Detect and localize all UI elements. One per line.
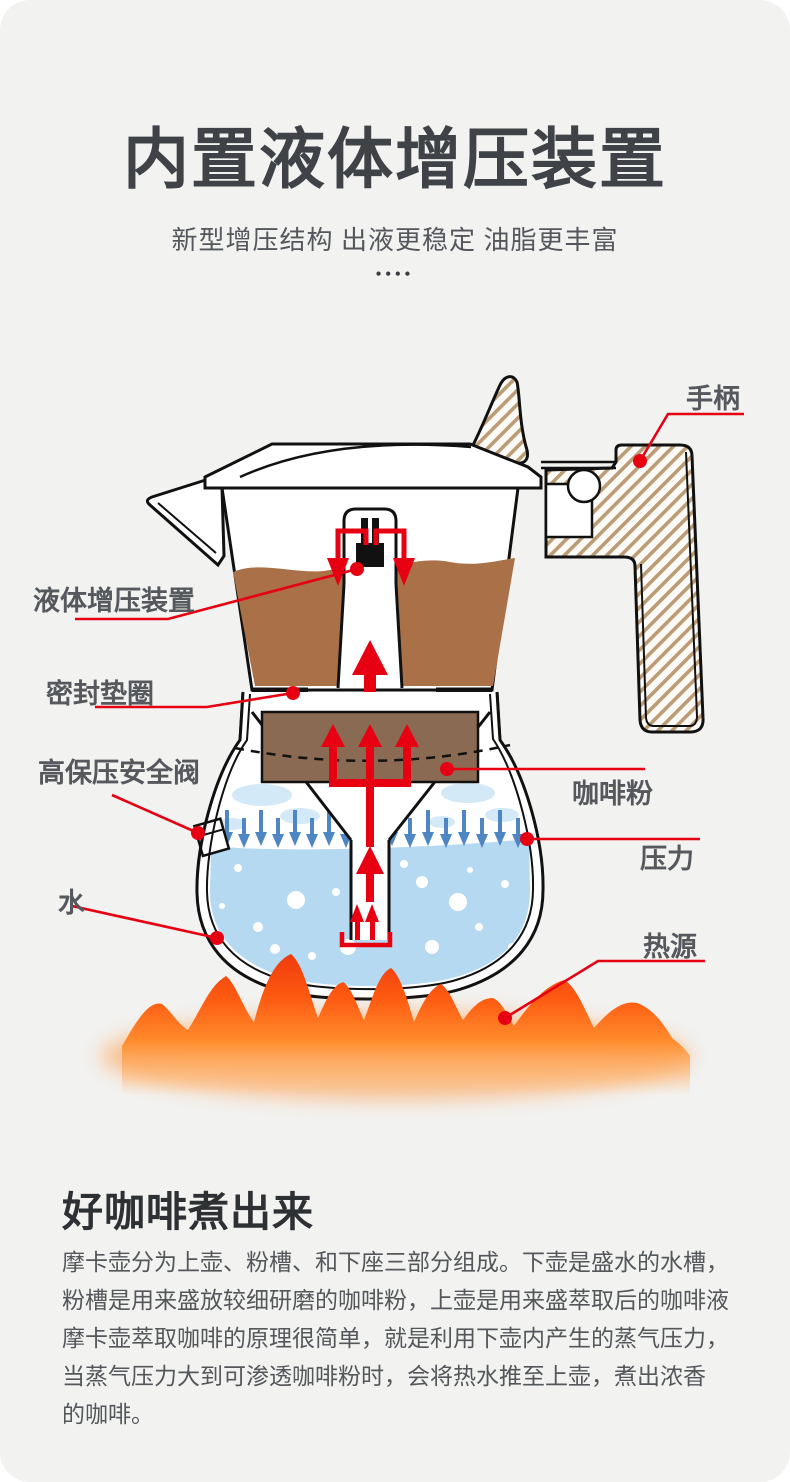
page-title: 内置液体增压装置 — [123, 124, 667, 197]
steam-trident-arrow — [321, 724, 419, 847]
label-pressurizer: 液体增压装置 — [33, 585, 195, 616]
tube-up-arrows — [350, 846, 384, 940]
label-heat-source: 热源 — [643, 932, 697, 962]
upper-pot — [145, 442, 616, 716]
pressurizer-down-arrowheads — [327, 558, 415, 586]
leader-lines — [71, 412, 744, 1020]
lower-pot-outline-outer — [195, 691, 545, 1001]
tube-base-bracket — [339, 932, 393, 948]
lid-dome-arc — [239, 443, 472, 479]
lower-pot-outline-inner — [205, 693, 535, 991]
spout — [145, 476, 226, 568]
leader-handle — [638, 412, 744, 462]
divider-dots: •••• — [375, 266, 415, 283]
label-coffee-powder: 咖啡粉 — [572, 779, 653, 809]
leader-dots — [191, 454, 647, 1025]
leader-heat-source — [504, 959, 705, 1020]
section-heading: 好咖啡煮出来 — [62, 1189, 314, 1235]
pressurizer-red-pipes — [335, 528, 407, 560]
leader-pressurizer — [75, 567, 358, 621]
section-paragraph: 摩卡壶分为上壶、粉槽、和下座三部分组成。下壶是盛水的水槽， 粉槽是用来盛放较细研… — [62, 1250, 729, 1427]
flame-tongues — [122, 954, 690, 1094]
label-safety-valve: 高保压安全阀 — [38, 757, 200, 788]
leader-safety-valve — [111, 793, 199, 835]
leader-gasket — [95, 691, 294, 709]
diagram-labels: 手柄 液体增压装置 密封垫圈 高保压安全阀 水 咖啡粉 压力 热源 — [33, 384, 740, 962]
label-handle: 手柄 — [686, 384, 740, 414]
funnel-tube-walls — [349, 840, 391, 940]
handle-inner-line — [640, 451, 699, 727]
column-walls — [336, 583, 404, 689]
lid-lip-lines — [541, 460, 616, 470]
handle-cross-section — [468, 375, 705, 734]
lid — [203, 442, 543, 490]
lower-pot — [192, 691, 545, 1001]
leader-water — [71, 904, 218, 940]
label-water: 水 — [58, 888, 86, 918]
label-gasket: 密封垫圈 — [46, 678, 154, 709]
gasket-dashed-lower — [234, 743, 511, 763]
handle-mount-hole — [566, 468, 602, 504]
spout-inner-line — [157, 502, 217, 554]
flame — [100, 954, 690, 1100]
moka-pot-cutaway-diagram: 手柄 液体增压装置 密封垫圈 高保压安全阀 水 咖啡粉 压力 热源 — [33, 375, 744, 1100]
label-pressure: 压力 — [640, 844, 694, 874]
page-subtitle: 新型增压结构 出液更稳定 油脂更丰富 — [171, 226, 619, 255]
column-cap-outline — [342, 507, 398, 584]
